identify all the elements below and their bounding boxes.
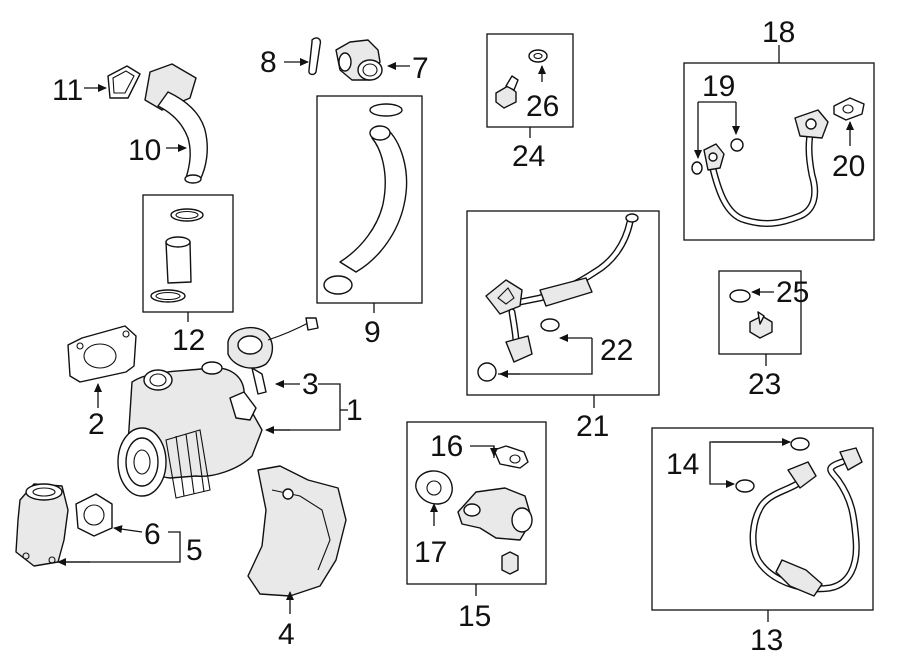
callout-14: 14 [666, 448, 699, 481]
actuator-3 [227, 317, 319, 395]
callout-2: 2 [88, 408, 105, 441]
clamp-12-bottom [150, 289, 186, 303]
box-13 [651, 427, 874, 611]
heat-shield-4 [247, 465, 347, 597]
callout-23: 23 [748, 368, 781, 401]
callout-12: 12 [172, 324, 205, 357]
washer-14a [790, 437, 810, 451]
callout-18: 18 [762, 16, 795, 49]
gasket-17 [415, 470, 453, 505]
callout-13: 13 [750, 624, 783, 657]
clip-8 [308, 37, 322, 76]
box-23 [718, 270, 802, 355]
callout-6: 6 [144, 518, 161, 551]
pipe-13 [749, 447, 863, 597]
gasket-16 [493, 445, 529, 469]
washer-26 [528, 49, 548, 63]
gasket-6 [75, 493, 113, 537]
callout-1: 1 [346, 394, 363, 427]
gasket-2 [67, 325, 137, 383]
turbocharger-1 [117, 361, 263, 499]
callout-10: 10 [128, 134, 161, 167]
elbow-5 [15, 483, 69, 567]
box-9 [316, 95, 423, 304]
washer-22a [540, 318, 560, 332]
callout-9: 9 [364, 316, 381, 349]
callout-19: 19 [702, 70, 735, 103]
callout-8: 8 [260, 46, 277, 79]
hose-9 [323, 103, 408, 295]
clamp-12-top [170, 208, 204, 222]
gasket-20 [833, 97, 865, 121]
callout-5: 5 [186, 534, 203, 567]
washer-19a [691, 161, 703, 175]
hose-10 [144, 63, 208, 184]
callout-25: 25 [776, 276, 809, 309]
bolt-23 [749, 311, 773, 339]
callout-16: 16 [430, 430, 463, 463]
washer-25 [729, 289, 751, 303]
callout-17: 17 [414, 536, 447, 569]
callout-15: 15 [458, 600, 491, 633]
callout-4: 4 [278, 618, 295, 651]
washer-22b [477, 362, 497, 382]
callout-22: 22 [600, 334, 633, 367]
box-21 [466, 210, 660, 396]
sleeve-12 [165, 236, 192, 284]
bolt-24 [495, 75, 519, 109]
elbow-15 [457, 487, 533, 541]
pipe-21 [485, 213, 639, 363]
washer-14b [735, 479, 755, 493]
callout-26: 26 [526, 90, 559, 123]
callout-20: 20 [832, 150, 865, 183]
callout-21: 21 [576, 410, 609, 443]
pipe-18 [703, 109, 829, 227]
callout-3: 3 [302, 368, 319, 401]
callout-11: 11 [52, 74, 83, 107]
nut-15 [501, 551, 519, 575]
washer-19b [730, 138, 744, 152]
fitting-7 [335, 39, 383, 81]
callout-24: 24 [512, 140, 545, 173]
gasket-11 [107, 65, 141, 99]
callout-7: 7 [412, 52, 429, 85]
